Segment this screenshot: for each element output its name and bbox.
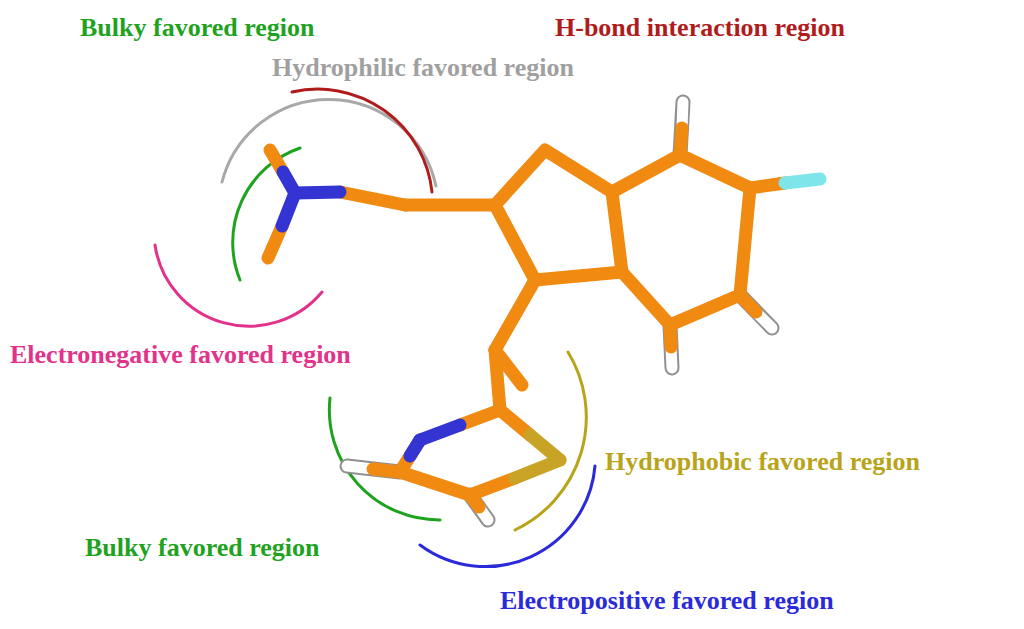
region-label: Bulky favored region <box>80 13 315 43</box>
region-label: Hydrophilic favored region <box>272 53 574 83</box>
region-label: H-bond interaction region <box>555 13 845 43</box>
region-arc <box>292 89 432 192</box>
region-arc <box>155 245 322 326</box>
region-label: Bulky favored region <box>85 533 320 563</box>
region-label: Electropositive favored region <box>500 586 834 616</box>
region-arc <box>515 352 586 530</box>
region-arc <box>329 398 440 520</box>
region-arc <box>233 148 300 280</box>
region-label: Electronegative favored region <box>10 340 351 370</box>
region-arc <box>222 99 436 186</box>
region-label: Hydrophobic favored region <box>605 447 920 477</box>
